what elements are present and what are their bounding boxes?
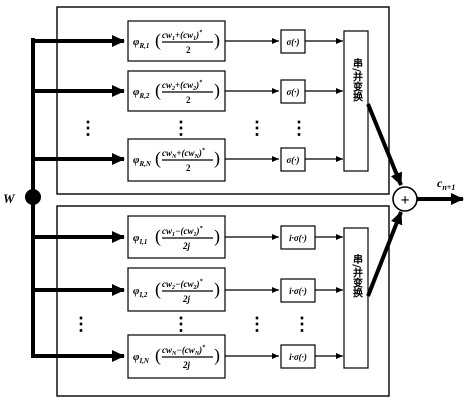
phi-label: φI,1 (133, 232, 147, 246)
ellipsis-upper-left: ⋮ (79, 118, 97, 138)
phi-label: φI,N (133, 351, 150, 365)
upper-converter-label: 串/并变换 (351, 57, 363, 103)
fraction-denominator: 2j (182, 294, 191, 304)
ellipsis-lower-mid: ⋮ (172, 314, 190, 334)
paren-open: ( (155, 279, 161, 300)
activation-label: σ(·) (286, 37, 299, 47)
phi-function-box (127, 215, 226, 259)
upper-row-2: φR,2 ( cw2+(cw2)* 2 ) σ(·) (127, 70, 343, 112)
lower-row-3: φI,N ( cwN−(cwN)* 2j ) i·σ(·) (127, 334, 343, 379)
input-label: W (3, 191, 16, 206)
fraction-denominator: 2 (186, 163, 191, 173)
lower-row-1: φI,1 ( cw1−(cw1)* 2j ) i·σ(·) (127, 215, 343, 259)
fraction-denominator: 2j (182, 360, 191, 370)
activation-label: i·σ(·) (289, 233, 307, 243)
paren-close: ) (214, 30, 220, 51)
phi-label: φR,N (133, 154, 152, 168)
lower-row-2: φI,2 ( cw2−(cw2)* 2j ) i·σ(·) (127, 267, 343, 312)
input-node (25, 189, 41, 205)
ellipsis-lower-right-1: ⋮ (248, 314, 266, 334)
activation-label: i·σ(·) (289, 286, 307, 296)
fraction-numerator: cw1−(cw1)* (162, 225, 203, 238)
phi-label: φR,1 (133, 36, 149, 50)
fraction-denominator: 2 (186, 45, 191, 55)
fraction-numerator: cw2−(cw2)* (162, 278, 203, 291)
paren-open: ( (155, 345, 161, 366)
phi-label: φI,2 (133, 285, 148, 299)
phi-function-box (127, 70, 226, 112)
paren-open: ( (155, 148, 161, 169)
lower-serial-parallel-converter (343, 227, 369, 369)
paren-open: ( (155, 226, 161, 247)
phi-function-box (127, 20, 226, 62)
ellipsis-lower-left: ⋮ (72, 314, 90, 334)
ellipsis-upper-right-1: ⋮ (248, 118, 266, 138)
upper-row-1: φR,1 ( cw1+(cw1)* 2 ) σ(·) (127, 20, 343, 62)
paren-close: ) (214, 226, 220, 247)
fraction-numerator: cw1+(cw1)* (162, 29, 203, 42)
fraction-numerator: cw2+(cw2)* (162, 79, 203, 92)
fraction-denominator: 2 (186, 95, 191, 105)
phi-label: φR,2 (133, 86, 150, 100)
lower-converter-label: 串/并变换 (351, 253, 363, 299)
paren-open: ( (155, 30, 161, 51)
ellipsis-upper-right-2: ⋮ (290, 118, 308, 138)
paren-close: ) (214, 148, 220, 169)
activation-label: σ(·) (286, 155, 299, 165)
paren-close: ) (214, 80, 220, 101)
paren-close: ) (214, 279, 220, 300)
activation-label: σ(·) (286, 87, 299, 97)
paren-open: ( (155, 80, 161, 101)
paren-close: ) (214, 345, 220, 366)
ellipsis-lower-right-2: ⋮ (293, 314, 311, 334)
fraction-denominator: 2j (182, 241, 191, 251)
activation-label: i·σ(·) (289, 352, 307, 362)
adder-symbol: + (400, 192, 409, 209)
phi-function-box (127, 267, 226, 312)
ellipsis-upper-mid: ⋮ (172, 118, 190, 138)
upper-row-3: φR,N ( cwN+(cwN)* 2 ) σ(·) (127, 138, 343, 182)
fraction-numerator: cwN+(cwN)* (162, 147, 206, 160)
lower-to-adder-arrow (366, 211, 403, 297)
fraction-numerator: cwN−(cwN)* (162, 344, 206, 357)
upper-serial-parallel-converter (343, 30, 369, 172)
upper-to-adder-arrow (366, 103, 403, 186)
output-label: cn+1 (437, 176, 455, 192)
